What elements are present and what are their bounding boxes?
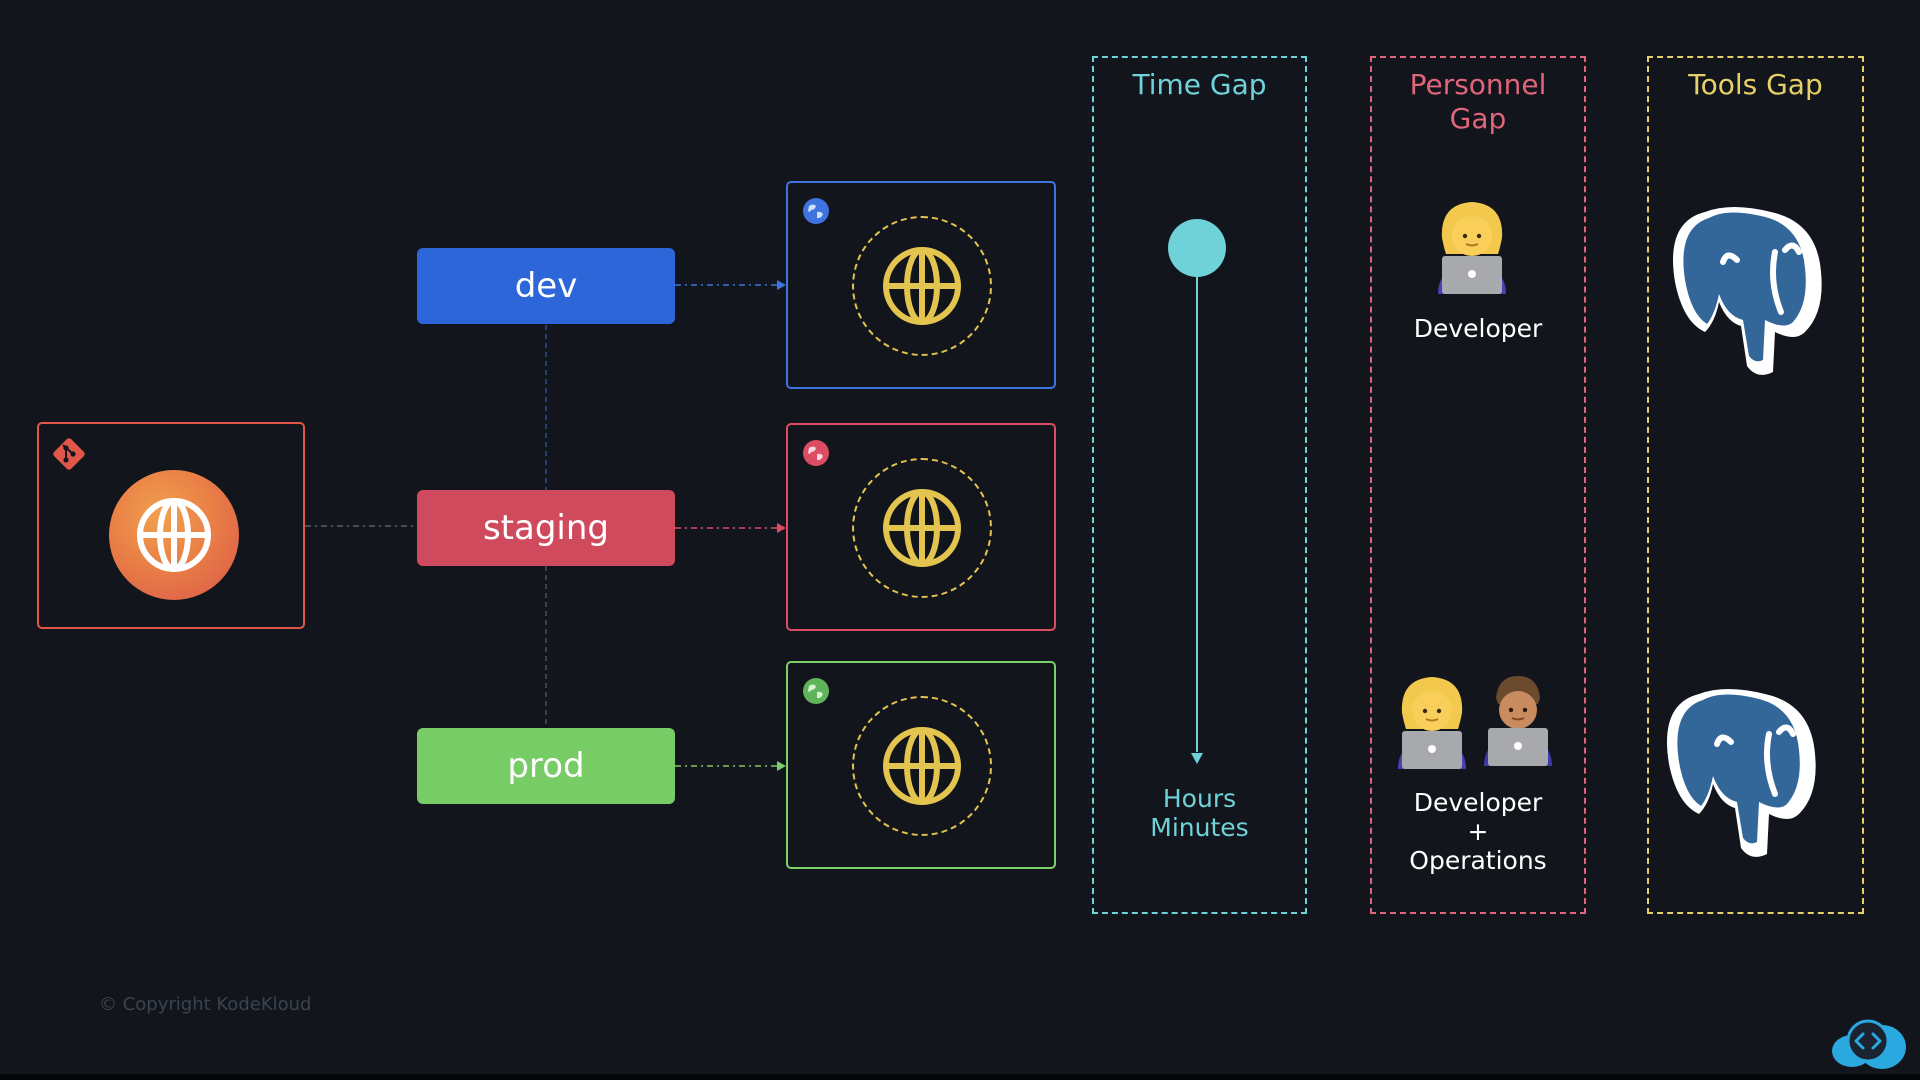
source-repo-box bbox=[37, 422, 305, 629]
postgresql-elephant-icon bbox=[1673, 207, 1822, 375]
developer-icon bbox=[1438, 202, 1506, 294]
server-box-prod bbox=[786, 661, 1056, 869]
time-hours-label: Hours bbox=[1162, 784, 1237, 813]
time-gap-title: Time Gap bbox=[1132, 68, 1267, 101]
earth-icon bbox=[803, 198, 829, 224]
arrowhead-dev bbox=[777, 280, 786, 290]
copyright-text: © Copyright KodeKloud bbox=[99, 994, 312, 1015]
dev-ops-line1: Developer bbox=[1413, 788, 1543, 817]
kodekloud-logo-icon bbox=[1832, 1019, 1906, 1069]
developer-icon bbox=[1398, 677, 1466, 769]
time-gap-panel: Time Gap Hours Minutes bbox=[1092, 56, 1307, 914]
operations-engineer-icon bbox=[1484, 676, 1552, 766]
postgresql-elephant-icon bbox=[1667, 689, 1816, 857]
time-minutes-label: Minutes bbox=[1150, 813, 1249, 842]
env-prod-button[interactable]: prod bbox=[417, 728, 675, 804]
earth-icon bbox=[803, 678, 829, 704]
globe-icon bbox=[883, 489, 961, 567]
tools-gap-title: Tools Gap bbox=[1688, 68, 1823, 101]
personnel-gap-panel: Personnel Gap Developer bbox=[1370, 56, 1586, 914]
env-dev-button[interactable]: dev bbox=[417, 248, 675, 324]
env-prod-label: prod bbox=[507, 746, 585, 786]
env-dev-label: dev bbox=[514, 266, 578, 306]
server-globe-ring bbox=[852, 216, 992, 356]
tools-gap-panel: Tools Gap bbox=[1647, 56, 1864, 914]
earth-icon bbox=[803, 440, 829, 466]
personnel-gap-title: Personnel Gap bbox=[1409, 68, 1547, 135]
arrowhead-staging bbox=[777, 523, 786, 533]
dev-ops-plus: + bbox=[1467, 817, 1489, 846]
env-staging-button[interactable]: staging bbox=[417, 490, 675, 566]
env-staging-label: staging bbox=[482, 508, 610, 548]
dev-ops-line2: Operations bbox=[1409, 846, 1547, 875]
bottom-bar bbox=[0, 1074, 1920, 1080]
globe-icon bbox=[109, 470, 239, 600]
globe-icon bbox=[883, 247, 961, 325]
globe-glyph bbox=[137, 498, 211, 572]
git-icon bbox=[53, 438, 85, 470]
globe-icon bbox=[883, 727, 961, 805]
server-box-staging bbox=[786, 423, 1056, 631]
server-box-dev bbox=[786, 181, 1056, 389]
arrowhead-prod bbox=[777, 761, 786, 771]
developer-label: Developer bbox=[1413, 314, 1543, 343]
server-globe-ring bbox=[852, 458, 992, 598]
server-globe-ring bbox=[852, 696, 992, 836]
